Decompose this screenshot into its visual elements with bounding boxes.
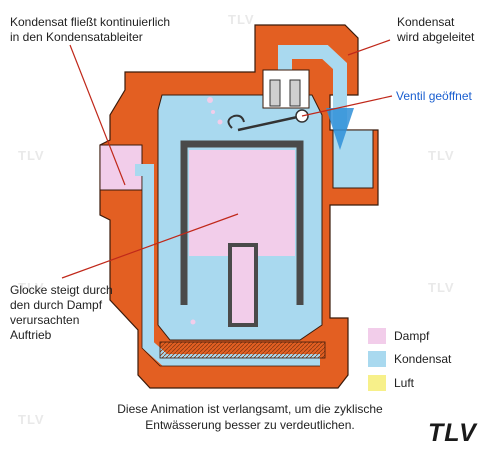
label-valve: Ventil geöffnet	[396, 89, 472, 103]
legend-swatch	[368, 375, 386, 391]
legend-item-condensate: Kondensat	[368, 350, 451, 368]
leader-valve	[301, 95, 393, 117]
label-bucket: Glocke steigt durch den durch Dampf veru…	[10, 283, 113, 342]
leader-outflow	[347, 39, 391, 56]
valve-lever	[237, 114, 303, 132]
label-inflow: Kondensat fließt kontinuierlich in den K…	[10, 15, 171, 44]
caption: Diese Animation ist verlangsamt, um die …	[117, 402, 383, 432]
legend-swatch	[368, 328, 386, 344]
bucket-steam	[189, 150, 295, 255]
watermark: TLV	[18, 412, 45, 427]
lever-hook	[227, 114, 245, 129]
leader-bucket	[61, 213, 239, 279]
riser-tube	[228, 243, 258, 327]
watermark: TLV	[18, 280, 45, 295]
base-plate	[159, 341, 326, 359]
outflow-arrow	[326, 108, 354, 150]
watermark: TLV	[428, 280, 455, 295]
watermark: TLV	[428, 148, 455, 163]
legend-swatch	[368, 351, 386, 367]
watermark: TLV	[228, 12, 255, 27]
inverted-bucket	[180, 140, 304, 305]
legend-item-steam: Dampf	[368, 327, 429, 345]
tlv-logo: TLV	[428, 419, 477, 447]
legend-label: Luft	[394, 376, 415, 390]
inlet-passage	[135, 164, 320, 366]
outlet-passage	[278, 45, 347, 135]
legend-label: Dampf	[394, 329, 430, 343]
watermark: TLV	[18, 148, 45, 163]
label-outflow: Kondensat wird abgeleitet	[397, 15, 475, 44]
steam-bubbles	[190, 97, 246, 325]
legend-item-air: Luft	[368, 374, 414, 392]
legend-label: Kondensat	[394, 352, 452, 366]
leader-inflow	[69, 44, 126, 186]
